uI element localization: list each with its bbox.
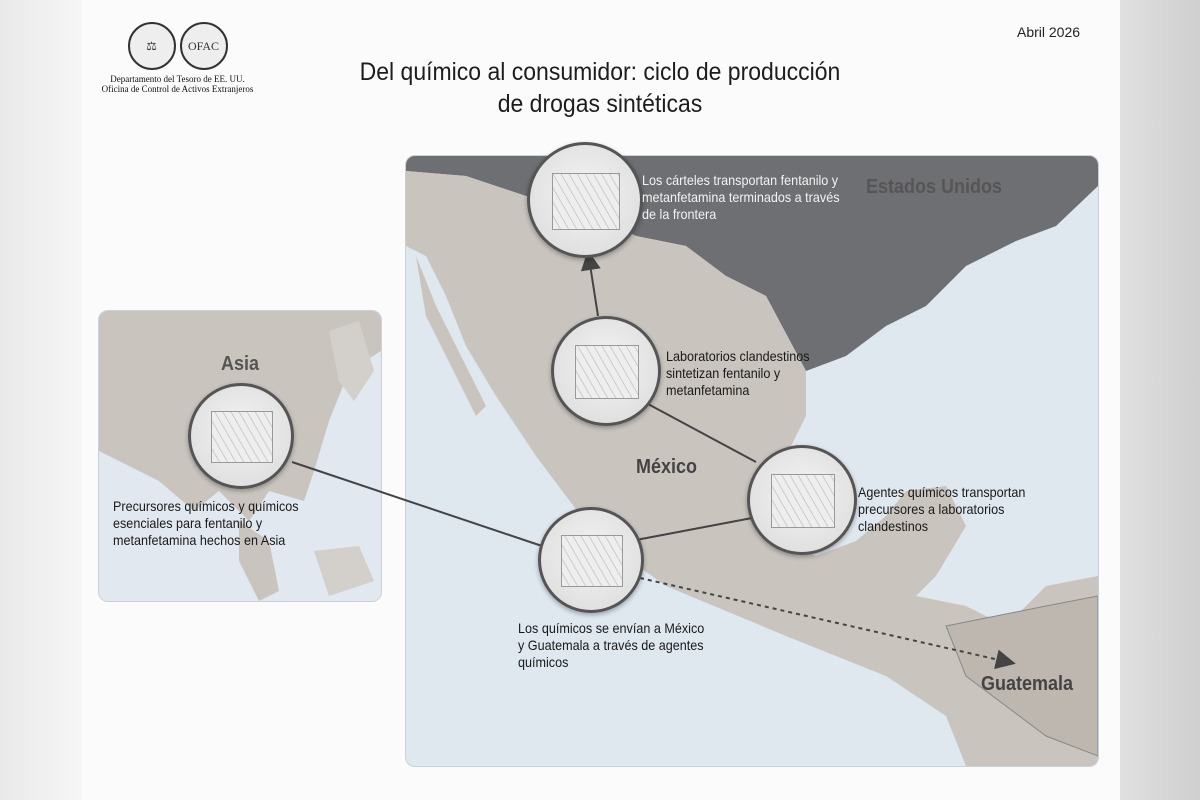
region-label-mexico: México bbox=[636, 456, 698, 478]
left-margin bbox=[0, 0, 82, 800]
title-line-1: Del químico al consumidor: ciclo de prod… bbox=[359, 58, 841, 86]
ofac-seal-icon: OFAC bbox=[179, 22, 228, 70]
baja-california bbox=[416, 256, 486, 416]
chemist-lab-icon bbox=[188, 383, 294, 489]
logo-line-1: Departamento del Tesoro de EE. UU. bbox=[110, 74, 245, 84]
philippines-islands bbox=[314, 546, 374, 596]
step-label-agents: Agentes químicos transportan precursores… bbox=[858, 484, 1026, 534]
delivery-truck-icon bbox=[747, 445, 857, 555]
step-label-border: Los cárteles transportan fentanilo y met… bbox=[642, 172, 840, 222]
title-line-2: de drogas sintéticas bbox=[497, 90, 703, 118]
clandestine-lab-icon bbox=[551, 316, 661, 426]
japan-islands bbox=[329, 321, 374, 401]
date: Abril 2026 bbox=[1017, 24, 1081, 40]
us-land bbox=[406, 156, 1098, 371]
region-label-guatemala: Guatemala bbox=[981, 673, 1074, 695]
treasury-seal-icon: ⚖ bbox=[127, 22, 176, 70]
mexico-map-panel: Estados Unidos México Guatemala bbox=[405, 155, 1099, 767]
right-margin bbox=[1120, 0, 1200, 800]
step-label-shipping: Los químicos se envían a México y Guatem… bbox=[518, 620, 705, 670]
logo-line-2: Oficina de Control de Activos Extranjero… bbox=[101, 84, 254, 94]
page-title: Del químico al consumidor: ciclo de prod… bbox=[324, 56, 876, 120]
step-label-labs: Laboratorios clandestinos sintetizan fen… bbox=[666, 348, 810, 398]
malay-peninsula bbox=[239, 521, 279, 601]
cargo-ship-icon bbox=[538, 507, 644, 613]
region-label-asia: Asia bbox=[221, 353, 260, 375]
region-label-us: Estados Unidos bbox=[866, 176, 1003, 198]
treasury-ofac-logo: ⚖ OFAC Departamento del Tesoro de EE. UU… bbox=[90, 22, 265, 94]
border-crossing-truck-icon bbox=[527, 142, 643, 258]
step-label-asia: Precursores químicos y químicos esencial… bbox=[113, 498, 299, 548]
